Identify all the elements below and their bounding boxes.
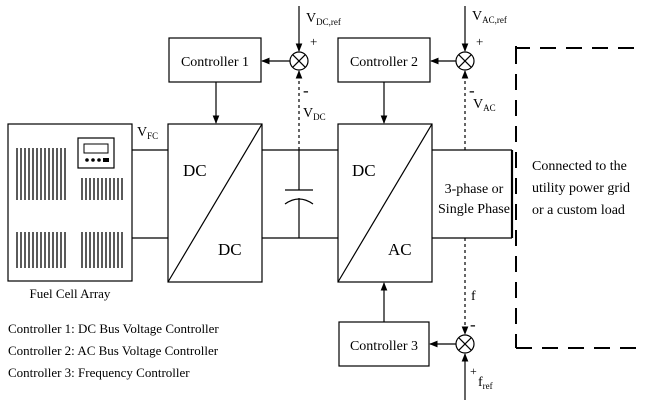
fuel-cell-bars-top-left [16,148,66,200]
grid-label-line3: or a custom load [532,203,625,218]
fuel-cell-bars-middle-right [81,178,123,200]
legend-item-controller-1: Controller 1: DC Bus Voltage Controller [8,321,219,336]
phase-label-line2: Single Phase [438,202,510,217]
dcdc-output-label: DC [218,240,242,259]
v-fc-label: VFC [137,125,158,141]
summing-junction-3 [455,334,475,354]
v-ac-label: VAC [473,97,496,113]
grid-label-line1: Connected to the [532,159,627,174]
phase-label-line1: 3-phase or [445,182,504,197]
dcac-output-label: AC [388,240,412,259]
fuel-cell-label: Fuel Cell Array [30,286,111,301]
controller-1-block [168,37,262,83]
controller-legend: Controller 1: DC Bus Voltage Controller … [8,321,219,380]
sum2-plus-sign: + [476,34,483,49]
fuel-cell-control-panel [77,137,115,169]
fuel-cell-bars-bottom-right [81,232,123,268]
summing-junction-2 [455,51,475,71]
v-ac-ref-label: VAC,ref [472,9,507,25]
legend-item-controller-3: Controller 3: Frequency Controller [8,365,190,380]
sum3-plus-sign: + [470,364,477,378]
legend-item-controller-2: Controller 2: AC Bus Voltage Controller [8,343,219,358]
grid-load-dashed-boundary [515,46,640,349]
fuel-cell-array [7,123,133,282]
sum1-minus-sign: - [303,81,309,100]
grid-label-line2: utility power grid [532,181,630,196]
f-label: f [471,289,476,304]
sum3-minus-sign: - [470,315,476,334]
summing-junction-1 [289,51,309,71]
v-dc-ref-label: VDC,ref [306,11,341,27]
v-dc-label: VDC [303,106,326,122]
dc-ac-inverter [337,123,433,283]
dc-link-capacitor [284,150,314,238]
f-ref-label: fref [478,375,493,391]
sum2-minus-sign: - [469,81,475,100]
dcdc-input-label: DC [183,161,207,180]
fuel-cell-bars-bottom-left [16,232,66,268]
controller-1-label: Controller 1 [181,55,249,70]
dc-dc-converter [167,123,263,283]
dcac-input-label: DC [352,161,376,180]
sum1-plus-sign: + [310,34,317,49]
controller-2-label: Controller 2 [350,55,418,70]
controller-3-label: Controller 3 [350,339,418,354]
